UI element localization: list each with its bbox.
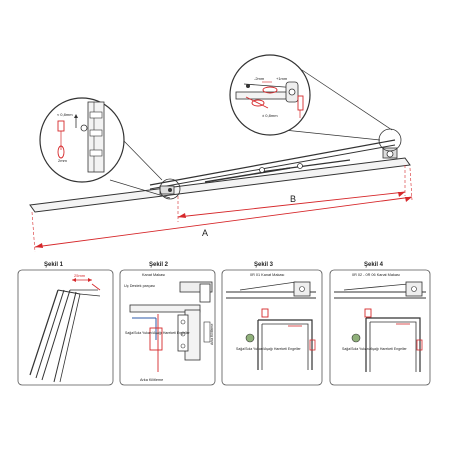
dimension-a-label: A bbox=[202, 228, 208, 238]
figure-2-label-saga: Sağa/Sola Yukarı/Aşağı Hareketi Engeller bbox=[125, 331, 191, 335]
figure-2-label-kanat: Kanat Makası bbox=[142, 273, 165, 277]
detail-left-top-value: ≈ 0,8mm bbox=[57, 112, 73, 117]
detail-right-right-value: +1mm bbox=[276, 76, 288, 81]
detail-right-bottom-value: ± 0,8mm bbox=[262, 113, 278, 118]
figure-2-label-uc: Uç Destek parçası bbox=[124, 284, 155, 288]
detail-right-left-value: -2mm bbox=[254, 76, 265, 81]
figure-4-label-saga: Sağa/Sola Yukarı/Aşağı Hareketi Engeller bbox=[342, 347, 408, 351]
figure-2-title: Şekil 2 bbox=[149, 262, 169, 268]
scissor-arm bbox=[29, 139, 411, 213]
figure-3-check-icon bbox=[245, 333, 255, 343]
figure-2-label-arka-side: Arka Kilitleme bbox=[210, 324, 214, 345]
figure-3-panel: 0R 01 Kanat Makası Sağa/Sola Yukarı/Aşağ… bbox=[221, 269, 323, 386]
figure-4-check-icon bbox=[351, 333, 361, 343]
figure-1-title: Şekil 1 bbox=[44, 262, 64, 268]
detail-circle-left bbox=[39, 97, 125, 183]
dimension-lines: B A bbox=[31, 165, 413, 253]
figure-2-label-arka-bottom: Arka Kilitleme bbox=[140, 378, 163, 382]
figure-3-label-saga: Sağa/Sola Yukarı/Aşağı Hareketi Engeller bbox=[236, 347, 302, 351]
figure-4-panel: 0R 02 - 0R 06 Kanat Makası Sağa/Sola Yuk… bbox=[329, 269, 431, 386]
figure-3-label-kanat: 0R 01 Kanat Makası bbox=[250, 273, 284, 277]
figure-3-title: Şekil 3 bbox=[254, 262, 274, 268]
figure-4-label-kanat: 0R 02 - 0R 06 Kanat Makası bbox=[352, 273, 400, 277]
detail-callout-right: -2mm +1mm ± 0,8mm bbox=[229, 54, 402, 152]
detail-left-bottom-value: 2mm bbox=[58, 158, 68, 163]
dimension-b-label: B bbox=[290, 194, 296, 204]
figure-2-panel: Kanat Makası Uç Destek parçası Sağa/Sola… bbox=[119, 269, 216, 386]
figure-1-measure: 25mm bbox=[74, 273, 86, 278]
figure-1-panel: 25mm bbox=[17, 269, 114, 386]
figure-4-title: Şekil 4 bbox=[364, 262, 384, 268]
detail-callout-left: ≈ 0,8mm 2mm bbox=[39, 97, 181, 200]
